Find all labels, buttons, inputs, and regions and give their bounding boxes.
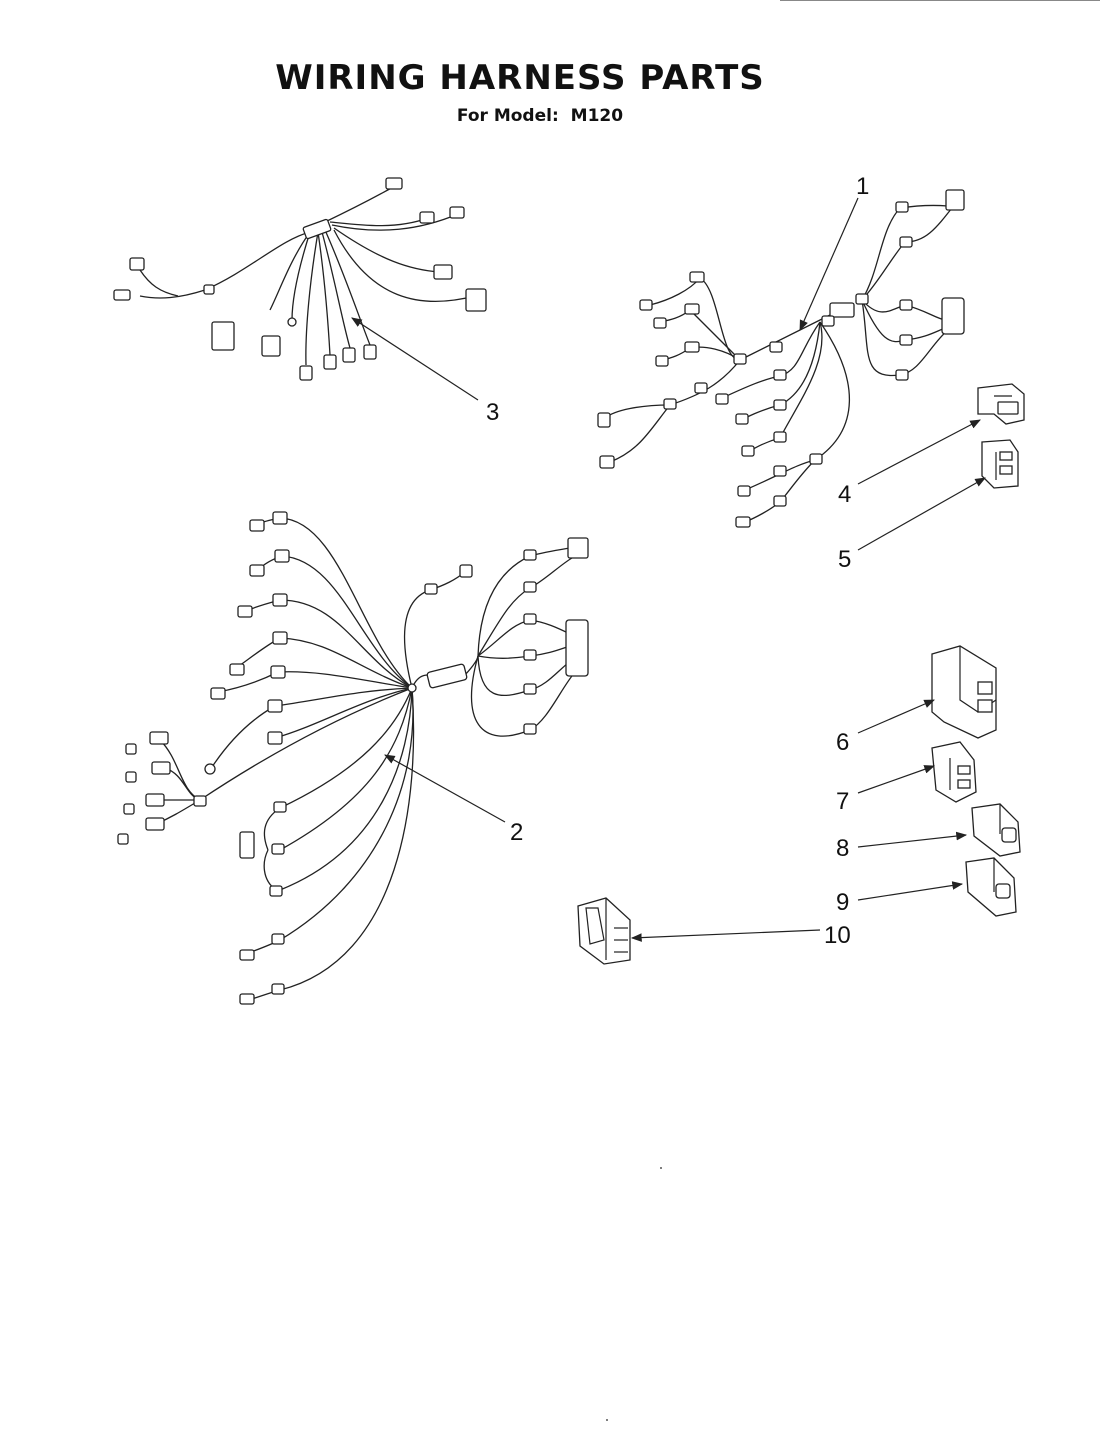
harness-3 (113, 177, 487, 381)
callout-2: 2 (510, 819, 523, 846)
callout-9: 9 (836, 889, 849, 916)
leader-lines (351, 197, 986, 942)
model-label: For Model: (456, 106, 559, 126)
part-10-connector (577, 897, 631, 965)
part-5-connector (981, 439, 1019, 489)
page-title: WIRING HARNESS PARTS (275, 58, 765, 98)
callout-10: 10 (824, 922, 851, 949)
callout-1: 1 (856, 173, 869, 200)
callout-8: 8 (836, 835, 849, 862)
part-6-connector (931, 645, 997, 739)
model-number: M120 (570, 106, 624, 126)
speck (660, 1167, 662, 1169)
top-border-rule (780, 0, 1100, 1)
callout-4: 4 (838, 481, 851, 508)
part-8-connector (971, 803, 1021, 857)
callout-5: 5 (838, 546, 851, 573)
part-4-connector (977, 383, 1025, 425)
callout-7: 7 (836, 788, 849, 815)
harness-1 (597, 189, 965, 528)
speck (606, 1419, 608, 1421)
harness-2 (117, 511, 589, 1005)
callout-6: 6 (836, 729, 849, 756)
callout-3: 3 (486, 399, 499, 426)
part-9-connector (965, 857, 1017, 917)
part-7-connector (931, 741, 977, 803)
page-subtitle: For Model: M120 (0, 106, 1080, 126)
callout-labels: 1 2 3 4 5 6 7 8 9 10 (486, 173, 869, 949)
